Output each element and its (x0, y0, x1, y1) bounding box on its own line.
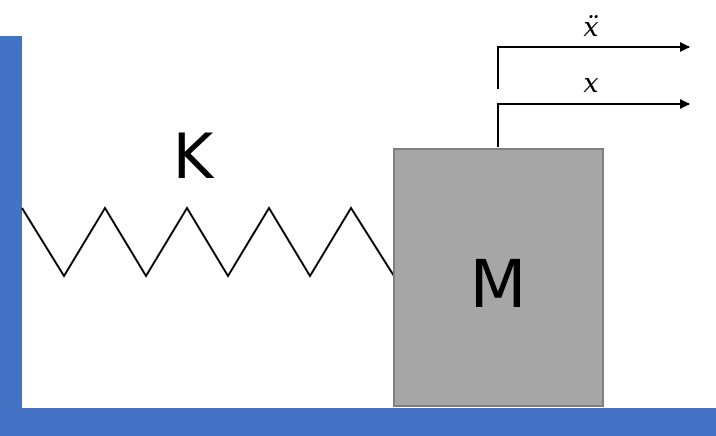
displacement-label: x (583, 68, 598, 99)
floor (0, 408, 716, 436)
acceleration-label: ẍ (583, 12, 598, 43)
spring (21, 206, 395, 278)
acceleration-arrow (497, 42, 690, 89)
mass-block (393, 148, 604, 407)
mass-label: M (470, 246, 527, 323)
spring-label: K (173, 120, 215, 193)
left-wall (0, 36, 22, 436)
displacement-arrow (497, 99, 690, 147)
